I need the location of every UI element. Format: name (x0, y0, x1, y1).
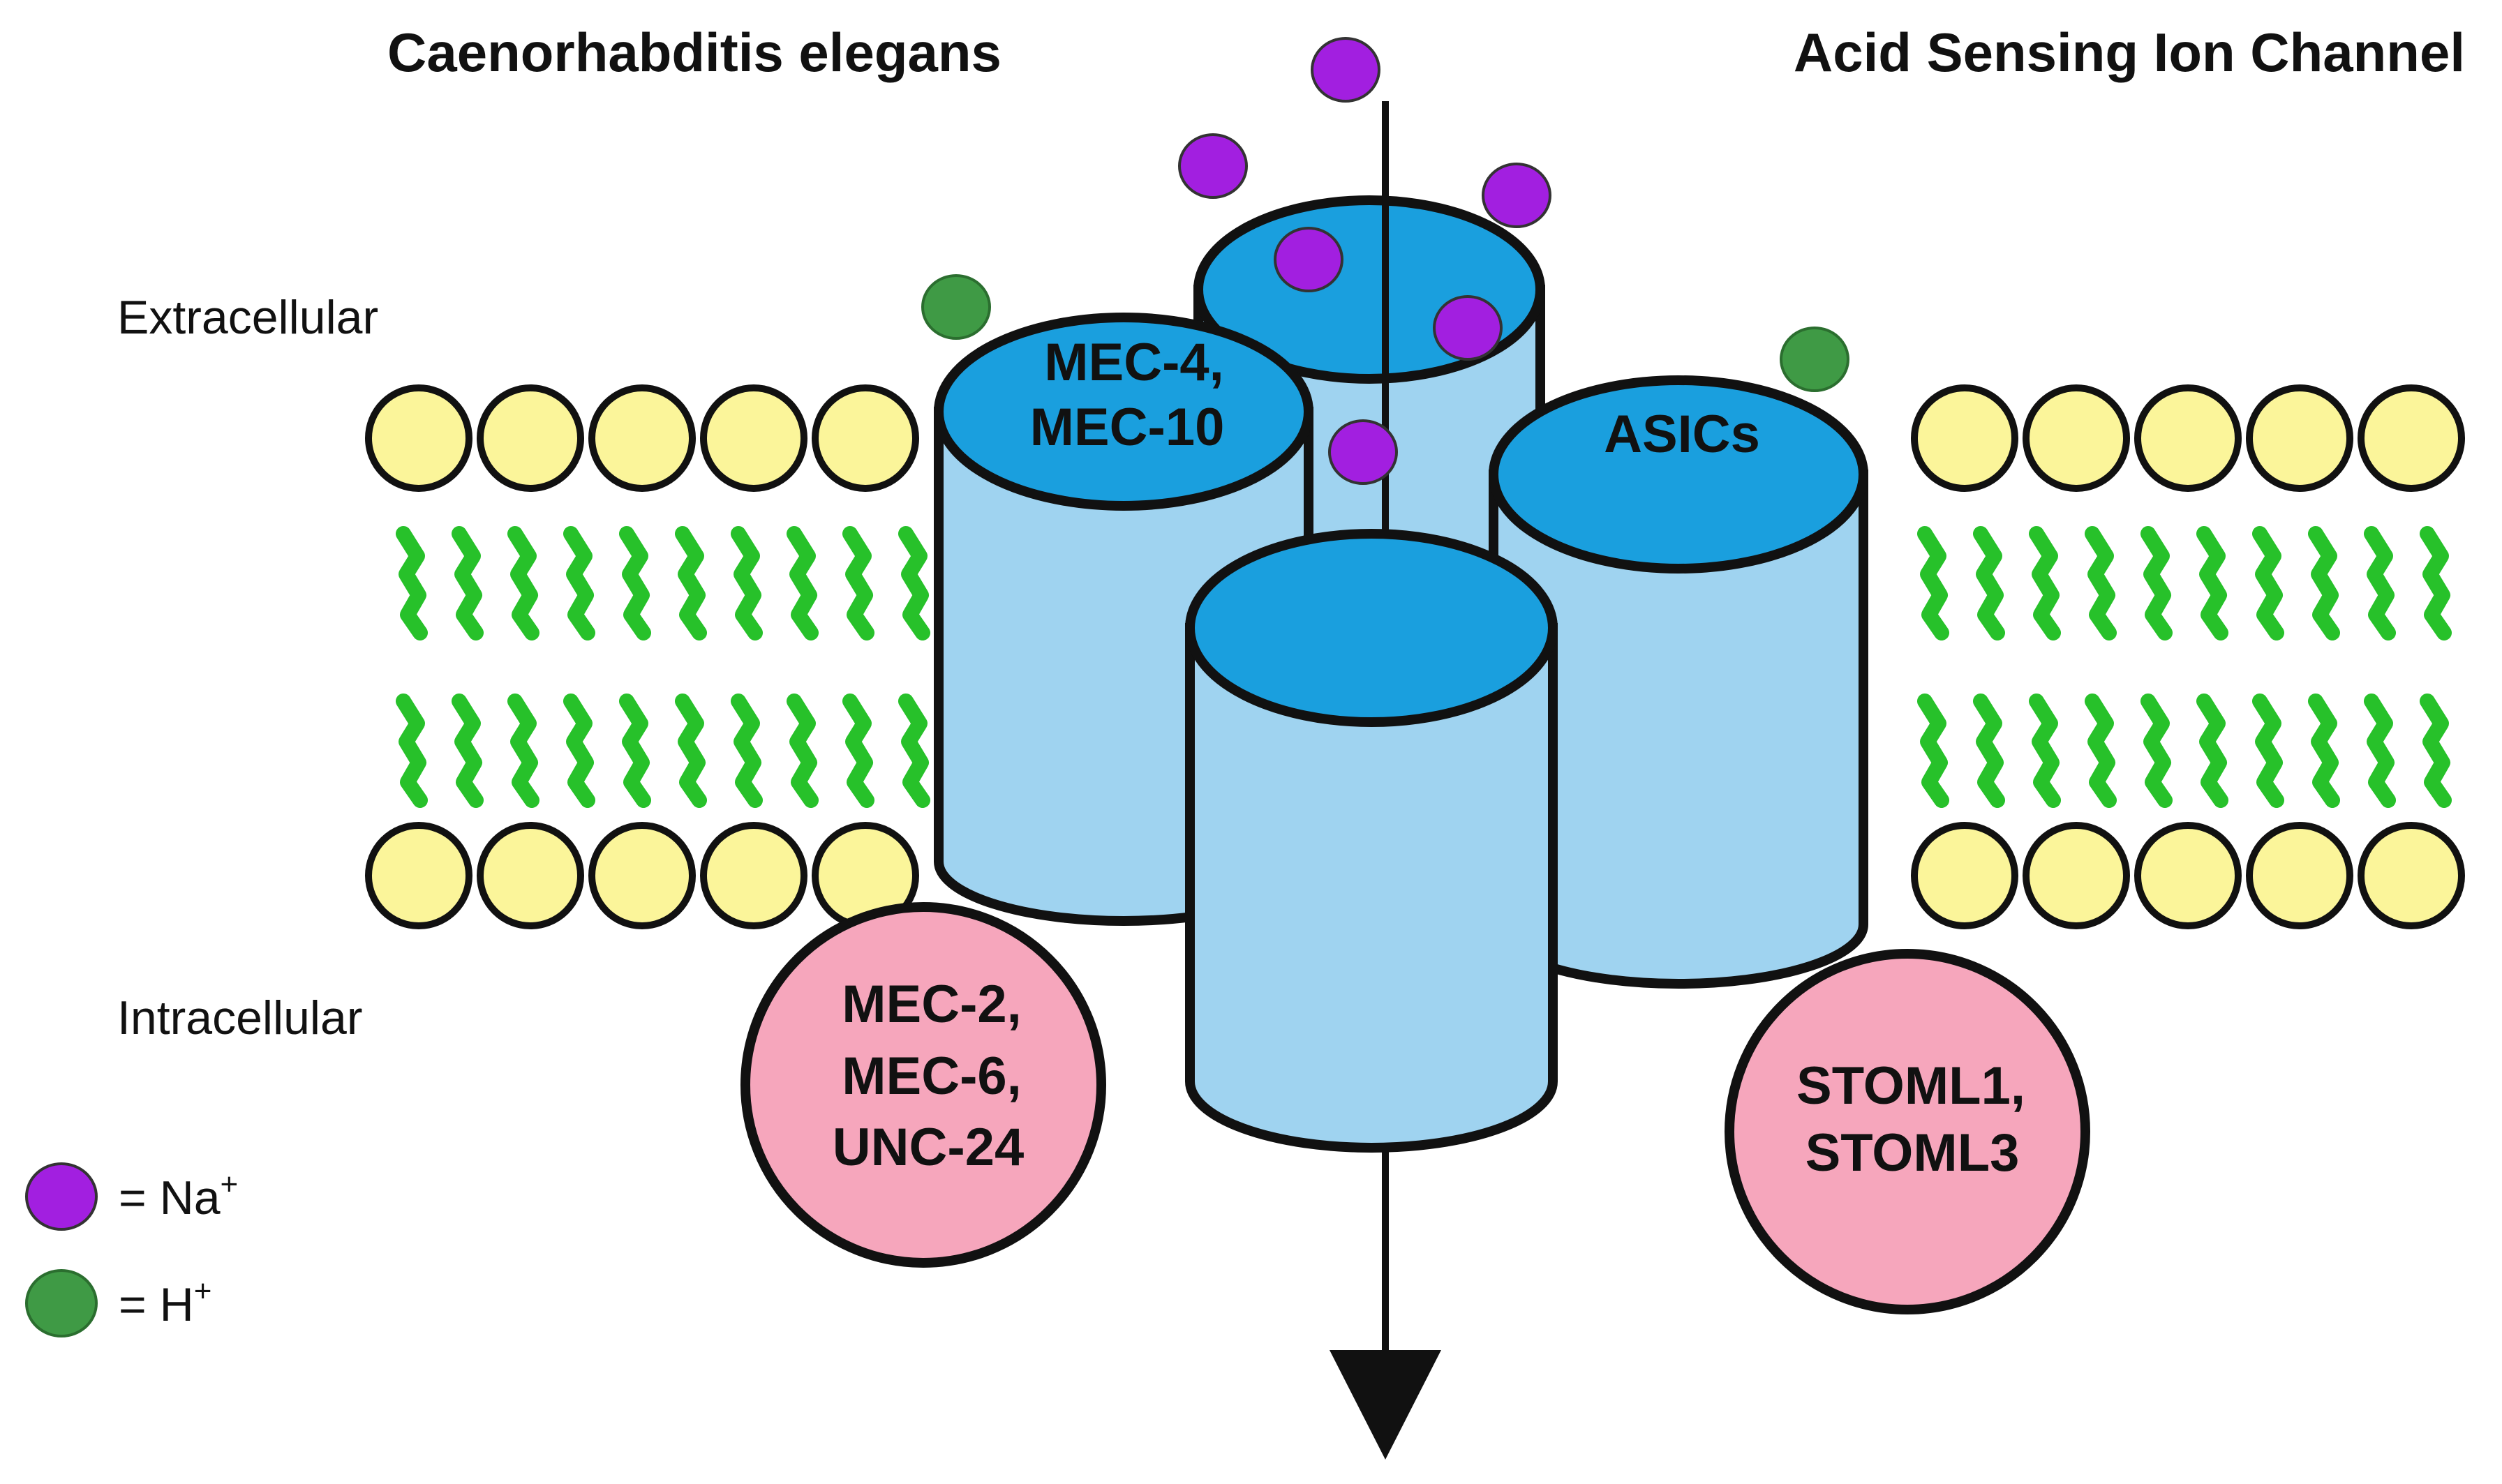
accessory-left-line2: MEC-6, (842, 1047, 1022, 1106)
left-lipid-heads-bottom (365, 822, 919, 929)
legend-sodium-label: = Na+ (119, 1167, 238, 1224)
left-lipid-tails (403, 534, 923, 800)
channel-subunit-front (1185, 529, 1558, 1153)
accessory-right-line2: STOML3 (1805, 1123, 2020, 1183)
sodium-ion (1178, 133, 1248, 199)
channel-subunit-asics (1489, 375, 1868, 989)
proton-ions (921, 274, 1849, 392)
intracellular-label: Intracellular (117, 991, 363, 1044)
arrow-head-icon (1330, 1350, 1441, 1460)
proton-ion (1780, 327, 1849, 392)
legend: = Na+ = H+ (25, 1162, 238, 1337)
left-lipid-heads-top (365, 384, 919, 492)
channel-label-asics: ASICs (1604, 405, 1760, 464)
legend-sodium-icon (25, 1162, 98, 1231)
sodium-ion (1328, 419, 1398, 485)
right-lipid-bilayer (1911, 384, 2465, 929)
right-lipid-tails (1925, 534, 2444, 800)
sodium-ion (1482, 163, 1551, 228)
right-lipid-heads-bottom (1911, 822, 2465, 929)
legend-proton-label: = H+ (119, 1274, 211, 1331)
extracellular-label: Extracellular (117, 291, 378, 344)
sodium-ion (1433, 295, 1503, 361)
left-lipid-bilayer (365, 384, 923, 929)
channel-label-mec10: MEC-10 (1030, 398, 1225, 457)
accessory-left-line1: MEC-2, (842, 975, 1022, 1034)
legend-proton-icon (25, 1269, 98, 1337)
accessory-right-line1: STOML1, (1796, 1056, 2025, 1116)
proton-ion (921, 274, 991, 340)
sodium-ion (1274, 227, 1343, 292)
accessory-protein-left: MEC-2, MEC-6, UNC-24 (740, 902, 1106, 1268)
sodium-ion (1311, 37, 1380, 103)
right-lipid-heads-top (1911, 384, 2465, 492)
accessory-left-line3: UNC-24 (833, 1118, 1025, 1177)
title-right: Acid Sensing Ion Channel (1794, 22, 2465, 83)
title-left: Caenorhabditis elegans (387, 22, 1001, 83)
sodium-ions (1178, 37, 1551, 485)
accessory-protein-right: STOML1, STOML3 (1725, 949, 2090, 1314)
channel-label-mec4: MEC-4, (1044, 333, 1224, 392)
